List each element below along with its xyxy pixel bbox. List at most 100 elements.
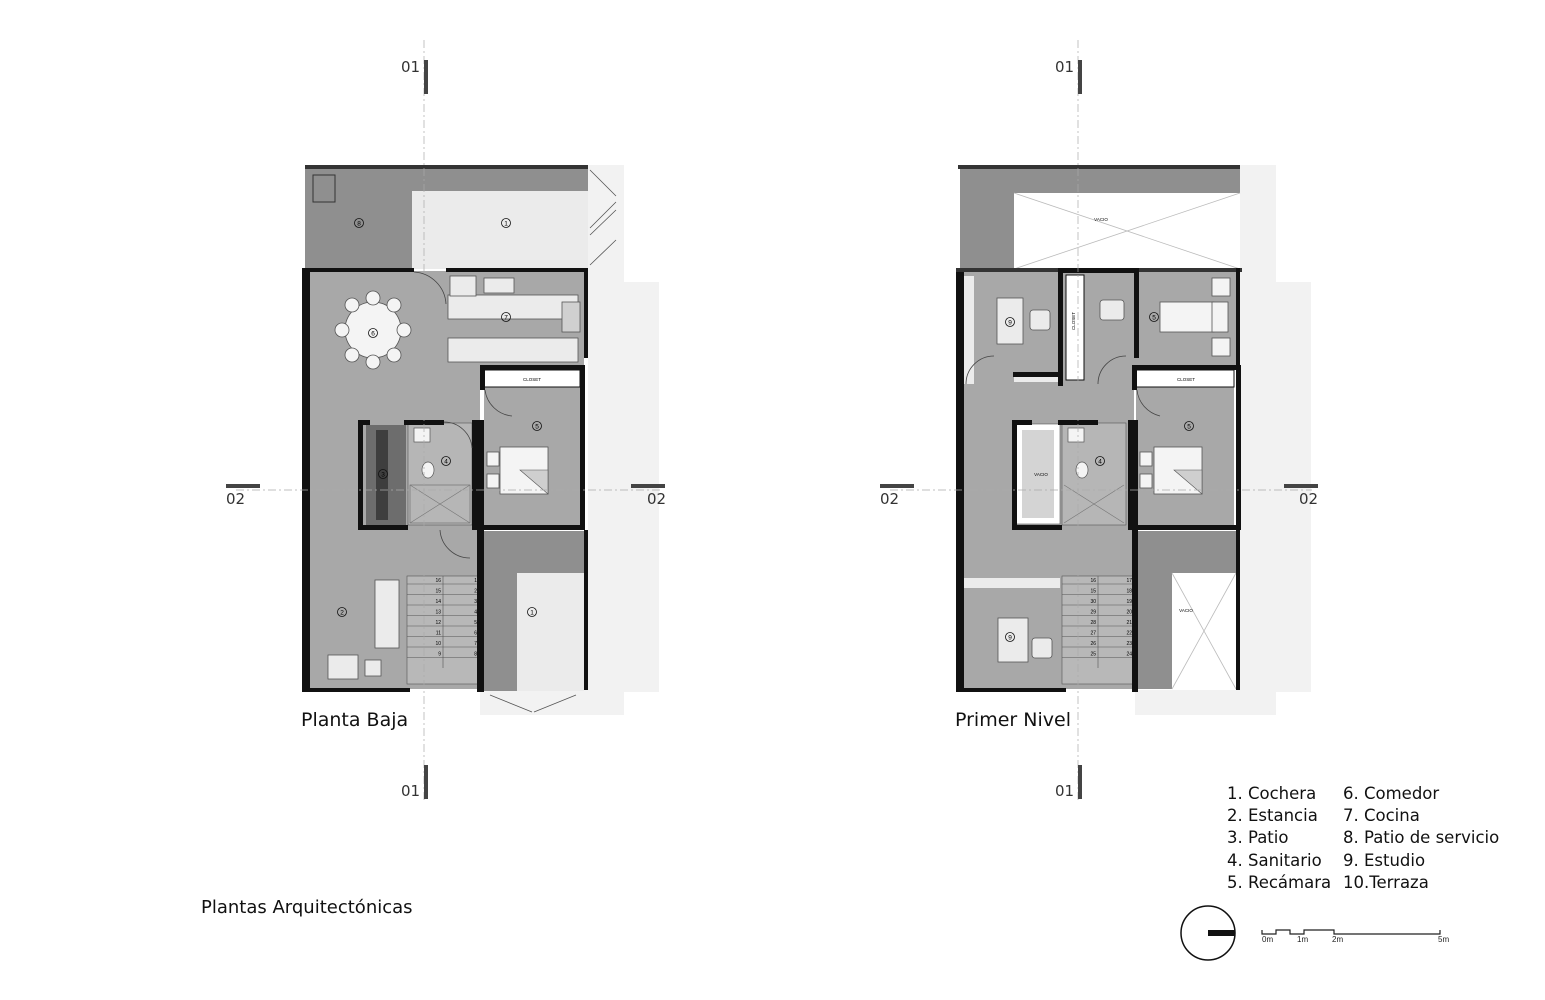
- stair-number: 19: [1126, 599, 1132, 605]
- stair-number: 24: [1126, 652, 1132, 658]
- wash-sink-icon: [312, 174, 336, 203]
- room-marker-circle: [501, 312, 511, 322]
- legend-item: 7. Cocina: [1343, 806, 1420, 826]
- room-marker-label: 4: [444, 459, 448, 466]
- stair-number: 15: [435, 589, 441, 595]
- stair-number: 20: [1126, 610, 1132, 616]
- plan-title-primer-nivel: Primer Nivel: [955, 709, 1071, 731]
- walls: [956, 268, 1242, 692]
- closet-label: CLOSET: [1177, 377, 1195, 382]
- room-marker-circle: [1149, 312, 1159, 322]
- stair-number: 30: [1090, 599, 1096, 605]
- room-marker-circle: [441, 456, 451, 466]
- top-wall: [305, 165, 588, 169]
- stair-number: 25: [1090, 652, 1096, 658]
- stair-number: 10: [435, 641, 441, 647]
- chair-icon: [1099, 299, 1125, 321]
- patio-garden-strip: [376, 430, 388, 520]
- room-marker-circle: [527, 607, 537, 617]
- stair-number: 22: [1126, 631, 1132, 637]
- cochera-area: [412, 191, 588, 269]
- sheet-title: Plantas Arquitectónicas: [201, 897, 413, 918]
- stair-number: 16: [1090, 578, 1096, 584]
- chair-icon: [1031, 637, 1053, 659]
- axis-label-top: 01: [401, 58, 421, 76]
- room-marker-label: 9: [1008, 320, 1012, 327]
- stair-number: 9: [438, 652, 441, 658]
- void-label: VACIO: [1034, 472, 1048, 477]
- stair-number: 14: [435, 599, 441, 605]
- legend-item: 8. Patio de servicio: [1343, 828, 1500, 848]
- stair-number: 2: [474, 589, 477, 595]
- north-arrow-icon: [1180, 905, 1236, 961]
- room-marker-label: 9: [1008, 635, 1012, 642]
- top-wall: [958, 165, 1240, 169]
- room-marker-circle: [1005, 317, 1015, 327]
- stair-number: 7: [474, 641, 477, 647]
- study-top-light: [964, 276, 974, 384]
- kitchen-counter: [447, 294, 579, 320]
- room-marker-circle: [368, 328, 378, 338]
- toilet-icon: [421, 461, 435, 479]
- stair-number: 29: [1090, 610, 1096, 616]
- room-marker-label: 1: [504, 221, 508, 228]
- stair-number: 1: [474, 578, 477, 584]
- room-marker-circle: [337, 607, 347, 617]
- room-marker-label: 5: [1187, 424, 1191, 431]
- closet-label: CLOSET: [523, 377, 541, 382]
- stair-number: 15: [1090, 589, 1096, 595]
- room-marker-label: 7: [504, 315, 508, 322]
- void-label: VACIO: [1094, 217, 1108, 222]
- legend-item: 3. Patio: [1227, 828, 1289, 848]
- room-marker-label: 8: [357, 221, 361, 228]
- toilet-icon: [1075, 461, 1089, 479]
- stair-number: 26: [1090, 641, 1096, 647]
- stair-number: 8: [474, 652, 477, 658]
- legend-item: 9. Estudio: [1343, 850, 1426, 870]
- legend-item: 2. Estancia: [1227, 806, 1318, 826]
- stair-number: 23: [1126, 641, 1132, 647]
- stair-number: 3: [474, 599, 477, 605]
- axis-label-left: 02: [226, 490, 246, 508]
- closet-vertical: [1065, 274, 1085, 381]
- stove-icon: [561, 301, 581, 333]
- bed-icon: [1139, 446, 1203, 495]
- vacio-dark: [1136, 531, 1172, 689]
- stair-number: 18: [1126, 589, 1132, 595]
- stair-number: 13: [435, 610, 441, 616]
- stair-number: 28: [1090, 620, 1096, 626]
- desk-icon: [997, 617, 1029, 663]
- cochera-right: [517, 573, 584, 691]
- walls: [302, 268, 588, 692]
- site-ground: [588, 165, 624, 715]
- axis-label-bottom: 01: [1055, 782, 1075, 800]
- axis-label-top: 01: [1055, 58, 1075, 76]
- scale-bar: [1261, 929, 1441, 935]
- scale-tick-label: 2m: [1332, 935, 1344, 944]
- room-marker-circle: [354, 218, 364, 228]
- room-marker-circle: [501, 218, 511, 228]
- legend-item: 4. Sanitario: [1227, 850, 1322, 870]
- axis-label-right: 02: [1299, 490, 1319, 508]
- stair-number: 4: [474, 610, 477, 616]
- scale-tick-label: 1m: [1297, 935, 1309, 944]
- desk-icon: [996, 297, 1024, 345]
- sink-icon: [483, 277, 515, 294]
- stair-number: 5: [474, 620, 477, 626]
- vacio-shaft-inner: [1022, 430, 1054, 518]
- legend-item: 5. Recámara: [1227, 872, 1332, 892]
- bed-icon: [486, 446, 549, 495]
- site-ground: [480, 690, 624, 715]
- kitchen-island: [447, 337, 579, 363]
- scale-tick-label: 0m: [1262, 935, 1274, 944]
- patio-de-servicio-area: [305, 167, 412, 269]
- stair-number: 16: [435, 578, 441, 584]
- room-marker-circle: [1184, 421, 1194, 431]
- bed-icon: [1159, 277, 1231, 357]
